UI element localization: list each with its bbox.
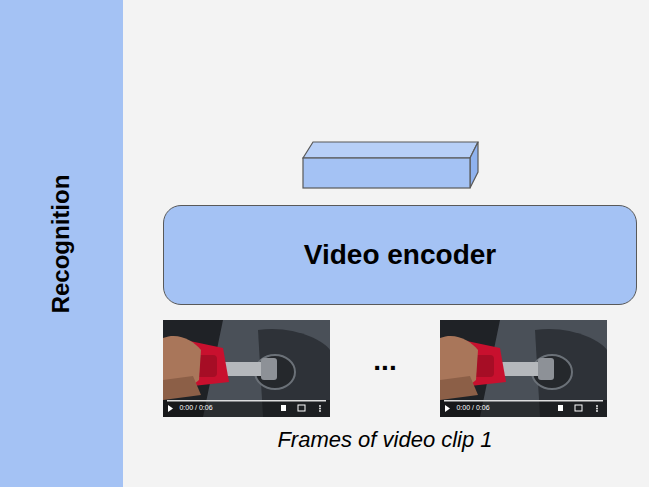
box-label: Video encoder [304,239,496,271]
band-label: Recognition [48,174,76,313]
ellipsis: ... [373,345,396,377]
encoder-box: Video encoder [163,205,637,305]
player-time: 0:00 / 0:06 [456,404,489,412]
caption-text: Frames of video clip 1 [277,427,492,452]
video-frame [163,320,330,417]
embedding-cuboid [303,142,478,188]
player-time: 0:00 / 0:06 [179,404,212,412]
category-band: Recognition [0,0,123,487]
